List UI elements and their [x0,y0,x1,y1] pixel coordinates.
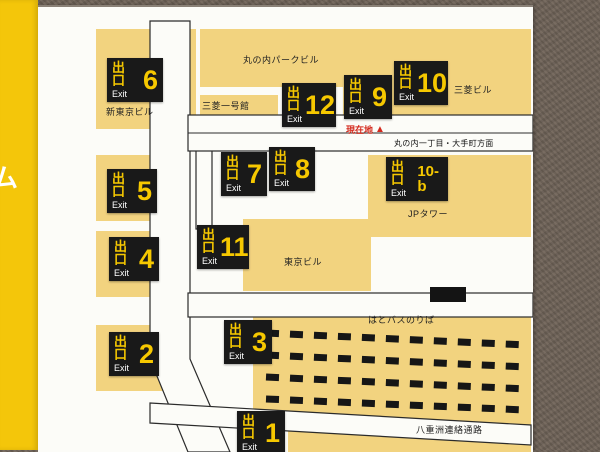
exit-en-label: Exit [349,106,365,116]
exit-jp-label: 出口 [349,77,364,105]
exit-en-label: Exit [274,178,290,188]
exit-jp-label: 出口 [287,85,302,113]
exit-jp-label: 出口 [114,239,129,267]
exit-number: 6 [142,64,158,95]
exit-jp-label: 出口 [242,413,257,441]
exit-jp-label: 出口 [202,227,217,255]
building-label-tokyo-building: 東京ビル [284,257,323,267]
exit-number: 12 [305,89,336,120]
exit-number: 5 [136,175,152,206]
direction-label: 丸の内一丁目・大手町方面 [394,139,494,148]
exit-en-label: Exit [399,92,415,102]
exit-en-label: Exit [202,256,218,266]
exit-en-label: Exit [114,268,130,278]
building-label-jp-tower: JPタワー [408,209,449,219]
sign-side-strip: ム [0,0,38,450]
exit-number: 8 [294,153,310,184]
current-location-triangle-icon: ▲ [375,124,385,135]
building-label-mitsubishi-ichigokan: 三菱一号館 [202,101,250,111]
exit-number: 11 [220,231,249,262]
exit-number: 2 [138,338,154,369]
exit-en-label: Exit [112,200,128,210]
exit-number: 10 [417,67,448,98]
building-label-shin-tokyo: 新東京ビル [106,107,154,117]
exit-en-label: Exit [226,183,242,193]
area-label-yaesu-passage: 八重洲連絡通路 [416,425,483,435]
exit-jp-label: 出口 [226,154,241,182]
exit-jp-label: 出口 [391,159,406,187]
exit-number: 1 [264,417,280,448]
exit-jp-label: 出口 [274,149,289,177]
exit-en-label: Exit [242,442,258,452]
area-label-hato-bus: はとバスのりば [368,315,435,325]
exit-jp-label: 出口 [399,63,414,91]
exit-number: 4 [138,243,154,274]
exit-jp-label: 出口 [114,334,129,362]
exit-en-label: Exit [391,188,407,198]
exit-en-label: Exit [114,363,130,373]
building-label-marunouchi-park: 丸の内パークビル [243,55,320,65]
exit-jp-label: 出口 [112,60,127,88]
exit-number: 3 [251,326,267,357]
exit-number: 9 [371,81,387,112]
exit-jp-label: 出口 [229,322,244,350]
exit-en-label: Exit [287,114,303,124]
side-strip-text: ム [0,163,19,193]
exit-en-label: Exit [229,351,245,361]
exit-jp-label: 出口 [112,171,127,199]
exit-en-label: Exit [112,89,128,99]
building-label-mitsubishi: 三菱ビル [454,85,493,95]
exit-number: 7 [246,158,262,189]
current-location-marker: 現在地 ▲ [346,123,385,136]
exit-number: 10-b [417,163,440,195]
current-location-label: 現在地 [346,125,374,135]
